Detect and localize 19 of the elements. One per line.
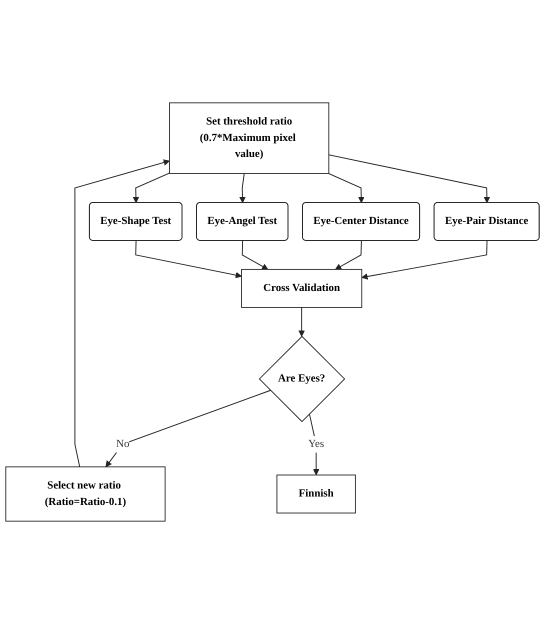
- arrow: [135, 240, 242, 278]
- edge-label: No: [116, 438, 130, 450]
- arrow: [132, 172, 170, 204]
- arrow: [335, 240, 362, 270]
- edge-label: Yes: [308, 438, 324, 450]
- node-box: Select new ratio (Ratio=Ratio-0.1): [5, 466, 166, 522]
- node-box: Finnish: [276, 474, 356, 514]
- arrow: [242, 240, 268, 270]
- arrow: [308, 413, 320, 476]
- arrow: [328, 154, 490, 204]
- arrow: [298, 306, 305, 337]
- arrow: [106, 390, 271, 468]
- node-box: Set threshold ratio (0.7*Maximum pixel value): [169, 102, 330, 174]
- node-diamond: Are Eyes?: [258, 336, 346, 422]
- arrow: [239, 172, 246, 204]
- arrow: [74, 159, 170, 468]
- node-box: Cross Validation: [241, 268, 362, 308]
- arrow: [328, 172, 364, 204]
- arrow: [361, 240, 488, 280]
